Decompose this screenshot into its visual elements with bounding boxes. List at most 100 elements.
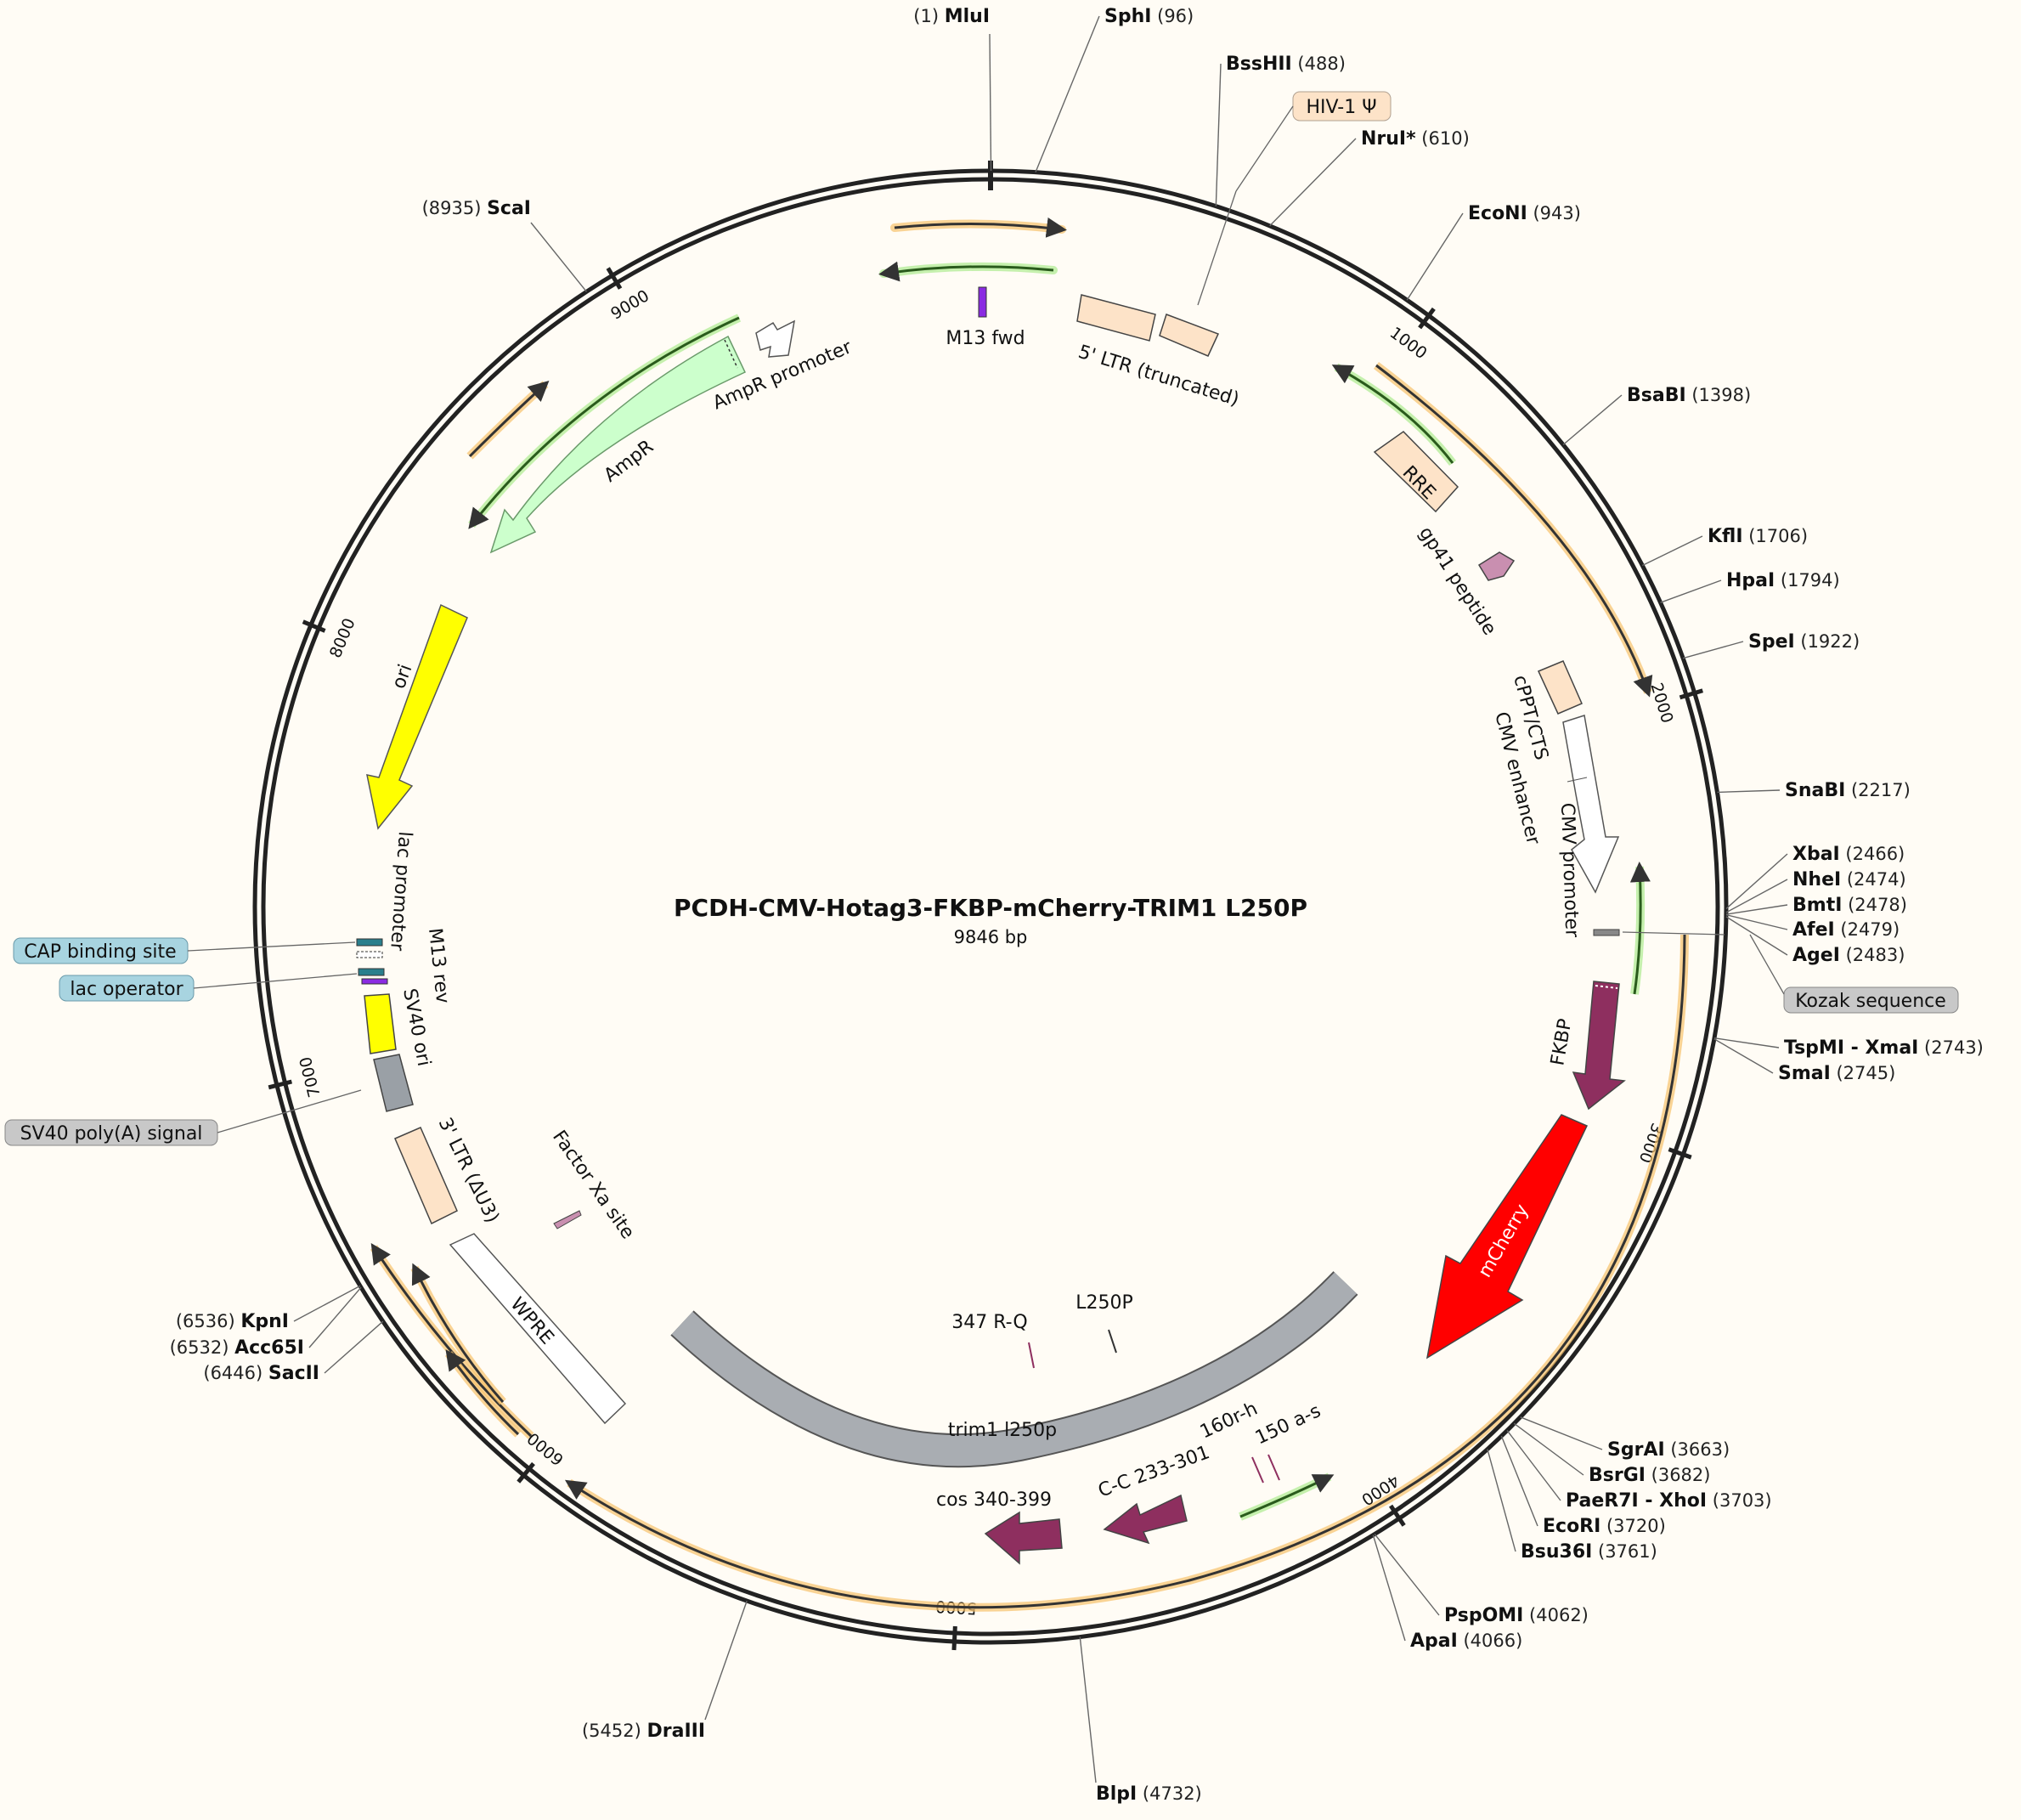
site-label: BssHII (488): [1226, 54, 1346, 75]
site-label: (6536) KpnI: [176, 1311, 289, 1332]
site-label: BsrGI (3682): [1589, 1465, 1710, 1486]
plasmid-length: 9846 bp: [954, 927, 1028, 947]
tick-mark: [951, 1625, 957, 1651]
plasmid-title: PCDH-CMV-Hotag3-FKBP-mCherry-TRIM1 L250P: [674, 894, 1307, 922]
orf-arrow-left-3: [444, 1351, 522, 1438]
site-leader: [1682, 641, 1744, 659]
tick-mark: [517, 1461, 535, 1484]
mcherry-arrow: [1425, 1114, 1589, 1359]
site-leader: [1269, 138, 1357, 227]
label-cc: C-C 233-301: [1096, 1442, 1213, 1502]
site-label: (1) MluI: [913, 6, 990, 27]
tick-mark: [1418, 307, 1436, 330]
site-leader: [1713, 1037, 1780, 1048]
site-label: SmaI (2745): [1778, 1063, 1895, 1084]
site-label: BsaBI (1398): [1627, 385, 1751, 406]
site-leader: [324, 1320, 384, 1374]
site-label: EcoNI (943): [1468, 203, 1581, 224]
site-leader: [1035, 15, 1100, 172]
site-leader: [1725, 853, 1788, 910]
box-sv40-polya: [4, 1119, 218, 1146]
boxed-callouts: HIV-1 Ψ Kozak sequence CAP binding site …: [4, 91, 1959, 1146]
cap-site-marker: [356, 938, 383, 947]
ltr5-box-2: [1159, 314, 1220, 357]
site-leader: [1500, 1435, 1538, 1527]
fkbp-arrow: [1572, 981, 1626, 1111]
site-leader: [1725, 916, 1788, 956]
site-leader: [1713, 1038, 1774, 1074]
site-label: HpaI (1794): [1726, 570, 1840, 591]
site-label: PspOMI (4062): [1444, 1605, 1589, 1626]
site-leader: [1513, 1422, 1584, 1476]
tick-label: 2000: [1646, 681, 1676, 726]
site-label: PaeR7I - XhoI (3703): [1566, 1490, 1772, 1512]
site-label: SnaBI (2217): [1785, 780, 1911, 801]
cc-arrow: [1103, 1494, 1188, 1545]
svg-text:CAP binding site: CAP binding site: [24, 941, 176, 963]
site-label: KflI (1706): [1708, 526, 1808, 547]
m13-rev-marker: [361, 978, 388, 985]
label-cos: cos 340-399: [936, 1489, 1052, 1511]
tick-label: 7000: [296, 1054, 325, 1099]
label-m13-rev: M13 rev: [424, 927, 453, 1004]
label-sv40-ori: SV40 ori: [398, 986, 434, 1068]
sv40-polya-box: [373, 1054, 414, 1112]
tick-mark: [606, 267, 623, 290]
svg-text:Kozak sequence: Kozak sequence: [1795, 991, 1946, 1012]
site-label: (6446) SacII: [203, 1363, 319, 1384]
label-m13-fwd: M13 fwd: [946, 328, 1025, 349]
site-leader: [1725, 904, 1788, 915]
rre-box: [1373, 431, 1459, 513]
label-lac-promoter: lac promoter: [386, 831, 415, 952]
cos-arrow: [984, 1511, 1063, 1565]
feature-shapes: [356, 286, 1626, 1565]
ampr-promoter-arrow: [755, 319, 795, 358]
svg-text:SV40 poly(A) signal: SV40 poly(A) signal: [20, 1123, 203, 1145]
sv40-ori-box: [364, 993, 397, 1054]
label-l250p: L250P: [1075, 1292, 1133, 1314]
site-label: EcoRI (3720): [1543, 1516, 1666, 1537]
label-150as: 150 a-s: [1252, 1400, 1324, 1449]
site-label: ApaI (4066): [1410, 1631, 1522, 1652]
site-label: TspMI - XmaI (2743): [1784, 1037, 1984, 1059]
label-cmv-promoter: CMV promoter: [1556, 802, 1583, 938]
site-label: (5452) DraIII: [582, 1721, 705, 1742]
site-leader: [1406, 212, 1464, 301]
orf-arrows: [370, 217, 1689, 1612]
site-leader: [989, 33, 992, 172]
site-label: SgrAI (3663): [1607, 1439, 1730, 1461]
restriction-sites: (1) MluI SphI (96) BssHII (488) NruI* (610)…: [170, 6, 1984, 1805]
site-leader: [1079, 1636, 1097, 1783]
wpre-box: [449, 1233, 627, 1425]
site-label: AgeI (2483): [1792, 945, 1905, 966]
ltr3-box: [394, 1127, 458, 1225]
site-label: XbaI (2466): [1792, 844, 1905, 865]
ltr5-box-1: [1076, 294, 1156, 342]
site-leader: [1717, 789, 1781, 794]
site-label: (8935) ScaI: [422, 198, 531, 219]
r-h-tick: [1251, 1456, 1264, 1484]
site-label: (6532) Acc65I: [170, 1337, 304, 1359]
site-label: BmtI (2478): [1792, 895, 1907, 916]
lac-operator-marker: [358, 968, 385, 976]
site-leader: [1506, 1430, 1561, 1501]
cppt-box: [1537, 660, 1583, 715]
site-leader: [1562, 394, 1623, 445]
label-gp41: gp41 peptide: [1414, 523, 1500, 640]
site-leader: [1725, 879, 1788, 913]
a-s-tick: [1267, 1454, 1280, 1481]
label-fkbp: FKBP: [1547, 1017, 1576, 1067]
site-leader: [1641, 535, 1703, 567]
site-label: SphI (96): [1104, 6, 1194, 27]
site-label: NruI* (610): [1361, 128, 1470, 150]
svg-text:lac operator: lac operator: [70, 979, 183, 1000]
site-leader: [1487, 1449, 1516, 1552]
site-leader: [704, 1600, 748, 1721]
site-leader: [1215, 63, 1222, 206]
site-leader: [530, 222, 587, 292]
label-160rh: 160r-h: [1197, 1399, 1261, 1444]
tick-label: 8000: [326, 615, 359, 660]
tick-mark: [1668, 1147, 1692, 1160]
tick-mark: [268, 1079, 293, 1090]
